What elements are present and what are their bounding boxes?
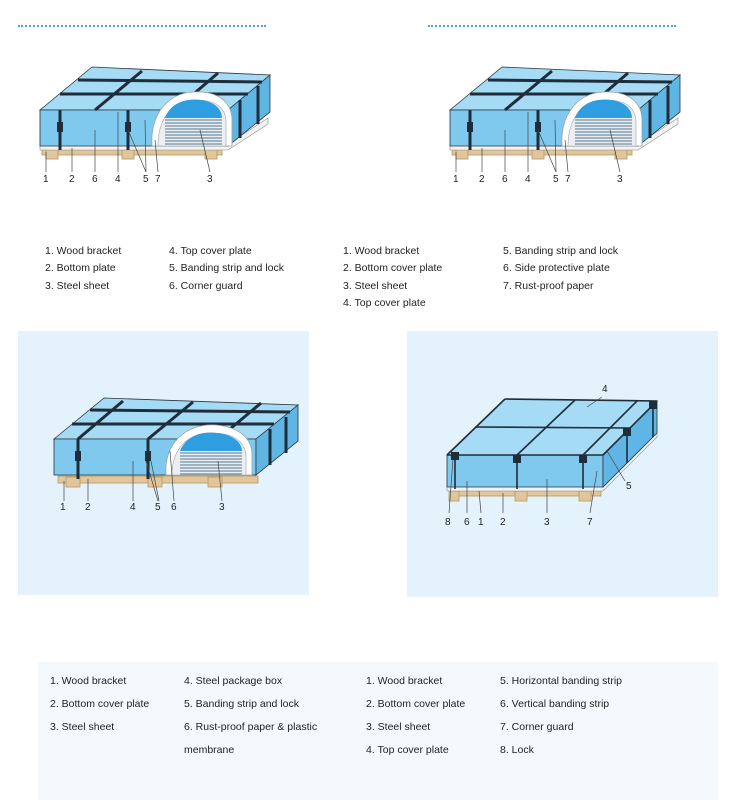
callout: 6 [464,517,470,528]
legend-column: 1. Wood bracket 2. Bottom cover plate 3.… [50,670,149,739]
callout: 3 [219,502,225,513]
divider-line-right [428,25,676,27]
callout: 2 [69,174,75,185]
legend-item: 4. Steel package box [184,675,283,687]
legend-item: 2. Bottom plate [45,262,116,275]
legend-item: 1. Wood bracket [50,675,127,687]
callout: 4 [525,174,531,185]
legend-item: 1. Wood bracket [45,245,122,257]
legend-item: 4. Top cover plate [343,296,426,309]
legend-item: 3. Steel sheet [50,721,115,733]
legend-item: 5. Banding strip and lock [169,262,284,275]
legend-column: 1. Wood bracket 2. Bottom cover plate 3.… [366,670,465,762]
callout: 6 [171,502,177,513]
legend-column: 5. Banding strip and lock 6. Side protec… [503,243,618,295]
callout: 6 [502,174,508,185]
callout: 3 [207,174,213,185]
callout: 1 [453,174,459,185]
callout: 7 [565,174,571,185]
legend-item: 3. Steel sheet [366,721,431,733]
lower-legend-background [38,662,718,800]
callout: 4 [602,384,608,395]
legend-column: 1. Wood bracket 2. Bottom cover plate 3.… [343,243,442,312]
legend-column: 5. Horizontal banding strip 6. Vertical … [500,670,622,762]
legend-item: 2. Bottom cover plate [343,262,443,275]
legend-item: 2. Bottom cover plate [50,698,150,710]
legend-item: 6. Corner guard [169,279,243,292]
figure-3-diagram [18,331,309,595]
callout: 7 [587,517,593,528]
callout: 3 [617,174,623,185]
legend-item: 3. Steel sheet [343,279,408,292]
legend-column: 4. Steel package box 5. Banding strip an… [184,670,334,762]
figure-4-diagram [407,331,718,597]
legend-item: 5. Banding strip and lock [503,245,618,257]
callout: 1 [60,502,66,513]
legend-item: 3. Steel sheet [45,279,110,292]
legend-column: 1. Wood bracket 2. Bottom plate 3. Steel… [45,243,121,295]
callout: 1 [478,517,484,528]
figure-2-diagram [410,0,710,200]
callout: 4 [130,502,136,513]
legend-item: 6. Vertical banding strip [500,698,610,710]
legend-item: 4. Top cover plate [366,744,449,756]
callout: 2 [500,517,506,528]
callout: 2 [479,174,485,185]
callout: 5 [553,174,559,185]
legend-item: 5. Horizontal banding strip [500,675,622,687]
figure-1-diagram [0,0,300,200]
legend-column: 4. Top cover plate 5. Banding strip and … [169,243,284,295]
legend-item: 1. Wood bracket [343,245,420,257]
legend-item: 6. Side protective plate [503,262,610,275]
legend-item: 2. Bottom cover plate [366,698,466,710]
callout: 5 [626,481,632,492]
callout: 5 [143,174,149,185]
callout: 3 [544,517,550,528]
legend-item: 7. Rust-proof paper [503,279,594,292]
legend-item: 6. Rust-proof paper & plastic membrane [184,721,318,756]
callout: 5 [155,502,161,513]
callout: 4 [115,174,121,185]
callout: 8 [445,517,451,528]
callout: 6 [92,174,98,185]
divider-line-left [18,25,266,27]
legend-item: 8. Lock [500,744,534,756]
legend-item: 1. Wood bracket [366,675,443,687]
legend-item: 7. Corner guard [500,721,574,733]
callout: 2 [85,502,91,513]
legend-item: 5. Banding strip and lock [184,698,299,710]
legend-item: 4. Top cover plate [169,245,252,257]
callout: 1 [43,174,49,185]
callout: 7 [155,174,161,185]
